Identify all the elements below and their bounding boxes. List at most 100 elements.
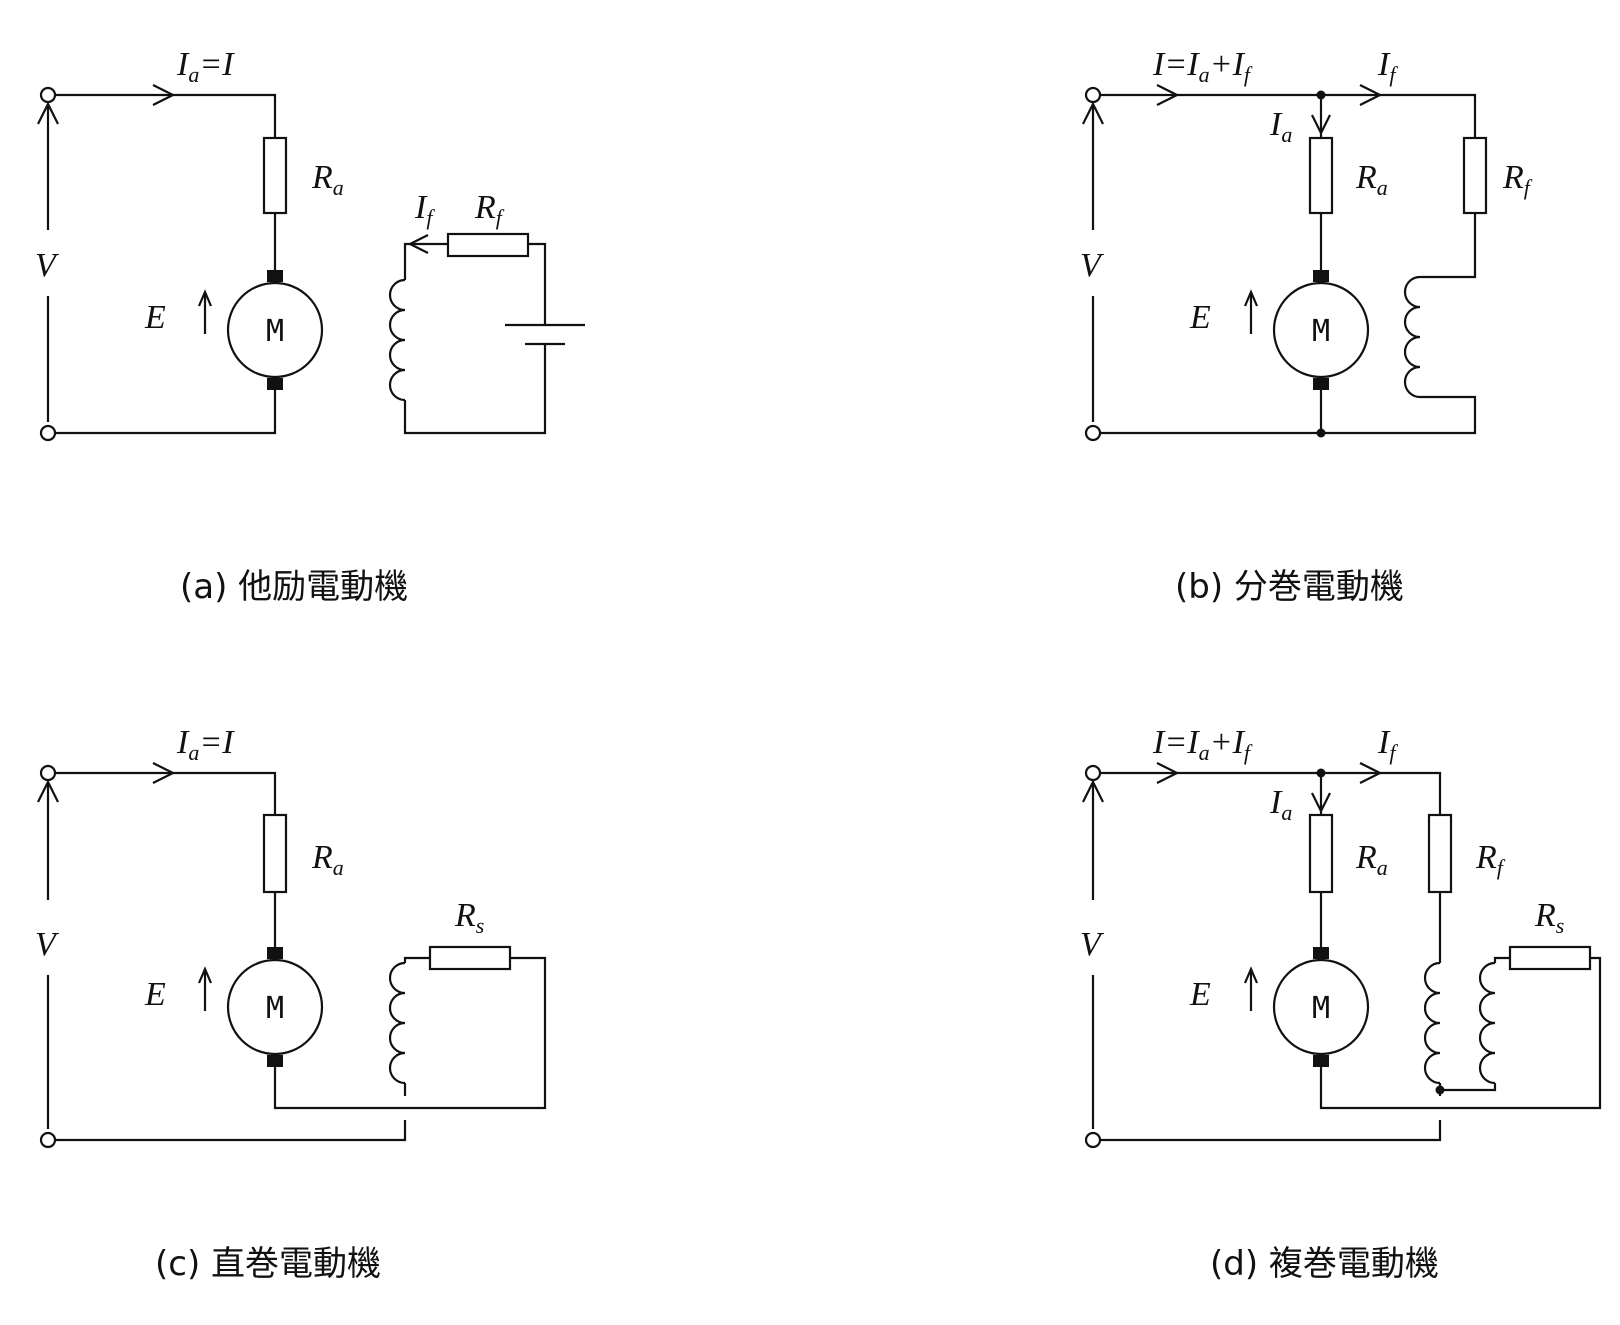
- field-wire-top: [403, 242, 448, 280]
- motor-label: M: [1312, 991, 1330, 1026]
- motor-label: M: [266, 991, 284, 1026]
- series-field-wire-top: [1493, 956, 1510, 963]
- field-current-arrow: [407, 234, 429, 254]
- caption-a: (a) 他励電動機: [180, 567, 408, 607]
- label-v: V: [1080, 926, 1105, 963]
- armature-current-arrow: [1311, 114, 1331, 136]
- panel-d-compound: I=Ia+If If Ia Ra Rf Rs V E M (d) 複巻電動機: [1080, 724, 1602, 1284]
- field-resistor: [446, 232, 530, 258]
- emf-arrowhead: [197, 289, 213, 307]
- label-if: If: [414, 189, 435, 230]
- panel-c-series: Ia=I Ra Rs V E M (c) 直巻電動機: [35, 724, 547, 1284]
- motor-circle: [226, 958, 324, 1056]
- label-armature-current: Ia=I: [176, 724, 235, 765]
- line-current-arrow: [1156, 84, 1180, 106]
- field-resistor: [1462, 136, 1488, 215]
- terminal-top: [39, 764, 57, 782]
- label-if: If: [1377, 46, 1398, 87]
- motor-circle: [226, 281, 324, 379]
- supply-top-wire: [54, 771, 277, 815]
- field-current-arrow: [1359, 84, 1383, 106]
- label-ra: Ra: [311, 839, 344, 880]
- label-e: E: [144, 299, 166, 336]
- emf-arrowhead: [197, 966, 213, 984]
- series-field-coil: [388, 961, 406, 1085]
- armature-return-wire: [1319, 956, 1602, 1110]
- label-e: E: [1189, 299, 1211, 336]
- label-e: E: [1189, 976, 1211, 1013]
- label-ra: Ra: [1355, 839, 1388, 880]
- brush-bottom: [1313, 378, 1329, 390]
- voltage-arrowhead: [37, 101, 59, 125]
- terminal-top: [1084, 764, 1102, 782]
- motor-label: M: [266, 314, 284, 349]
- motor-circle: [1272, 281, 1370, 379]
- field-coil: [1403, 275, 1421, 399]
- supply-top-wire: [1100, 771, 1442, 815]
- field-wire-right: [528, 242, 547, 325]
- label-rs: Rs: [1534, 897, 1564, 938]
- armature-return-wire: [273, 956, 547, 1110]
- supply-top-wire: [1100, 93, 1477, 138]
- voltage-arrowhead: [1082, 779, 1104, 803]
- armature-resistor: [1308, 136, 1334, 215]
- terminal-bottom: [1084, 424, 1102, 442]
- series-field-coil: [1478, 961, 1496, 1085]
- caption-c: (c) 直巻電動機: [155, 1244, 381, 1284]
- motor-label: M: [1312, 314, 1330, 349]
- caption-d: (d) 複巻電動機: [1210, 1244, 1439, 1284]
- series-field-return: [1440, 1083, 1497, 1092]
- terminal-top: [1084, 86, 1102, 104]
- terminal-bottom: [39, 424, 57, 442]
- label-e: E: [144, 976, 166, 1013]
- field-wire-upper: [1420, 213, 1477, 279]
- voltage-arrowhead: [1082, 101, 1104, 125]
- brush-top: [1313, 270, 1329, 282]
- label-v: V: [35, 247, 60, 284]
- brush-bottom: [267, 378, 283, 390]
- motor-circle: [1272, 958, 1370, 1056]
- series-resistor: [428, 945, 512, 971]
- label-rf: Rf: [1475, 839, 1506, 880]
- label-ra: Ra: [1355, 159, 1388, 200]
- panel-a-separately-excited: Ia=I Ra If Rf V E M (a) 他励電動機: [35, 46, 585, 607]
- armature-resistor: [262, 813, 288, 894]
- armature-current-arrow: [1311, 792, 1331, 814]
- label-v: V: [35, 926, 60, 963]
- shunt-field-resistor: [1427, 813, 1453, 894]
- brush-top: [267, 947, 283, 959]
- field-coil: [388, 278, 406, 402]
- label-armature-current: Ia=I: [176, 46, 235, 87]
- shunt-field-coil: [1423, 961, 1441, 1085]
- brush-top: [1313, 947, 1329, 959]
- field-wire-lower: [1100, 395, 1477, 435]
- label-rf: Rf: [1502, 159, 1533, 200]
- label-v: V: [1080, 247, 1105, 284]
- terminal-bottom: [1084, 1131, 1102, 1149]
- field-wire-bottom: [403, 344, 547, 435]
- line-current-arrow: [1156, 762, 1180, 784]
- label-line-current: I=Ia+If: [1152, 724, 1253, 765]
- label-ia: Ia: [1269, 106, 1292, 147]
- label-if: If: [1377, 724, 1398, 765]
- supply-bottom-wire: [54, 1120, 407, 1142]
- caption-b: (b) 分巻電動機: [1175, 567, 1404, 607]
- armature-resistor: [262, 136, 288, 215]
- label-line-current: I=Ia+If: [1152, 46, 1253, 87]
- label-rf: Rf: [474, 189, 505, 230]
- return-wire: [54, 390, 277, 435]
- label-rs: Rs: [454, 897, 484, 938]
- panel-b-shunt: I=Ia+If If Ia Ra Rf V E M (b) 分巻電動機: [1080, 46, 1533, 607]
- series-field-wire-top: [403, 956, 430, 963]
- label-ia: Ia: [1269, 784, 1292, 825]
- brush-bottom: [1313, 1055, 1329, 1067]
- label-ra: Ra: [311, 159, 344, 200]
- current-arrow: [152, 84, 176, 106]
- brush-top: [267, 270, 283, 282]
- emf-arrowhead: [1243, 966, 1259, 984]
- armature-resistor: [1308, 813, 1334, 894]
- series-resistor: [1508, 945, 1592, 971]
- brush-bottom: [267, 1055, 283, 1067]
- supply-bottom-wire: [1100, 1120, 1442, 1142]
